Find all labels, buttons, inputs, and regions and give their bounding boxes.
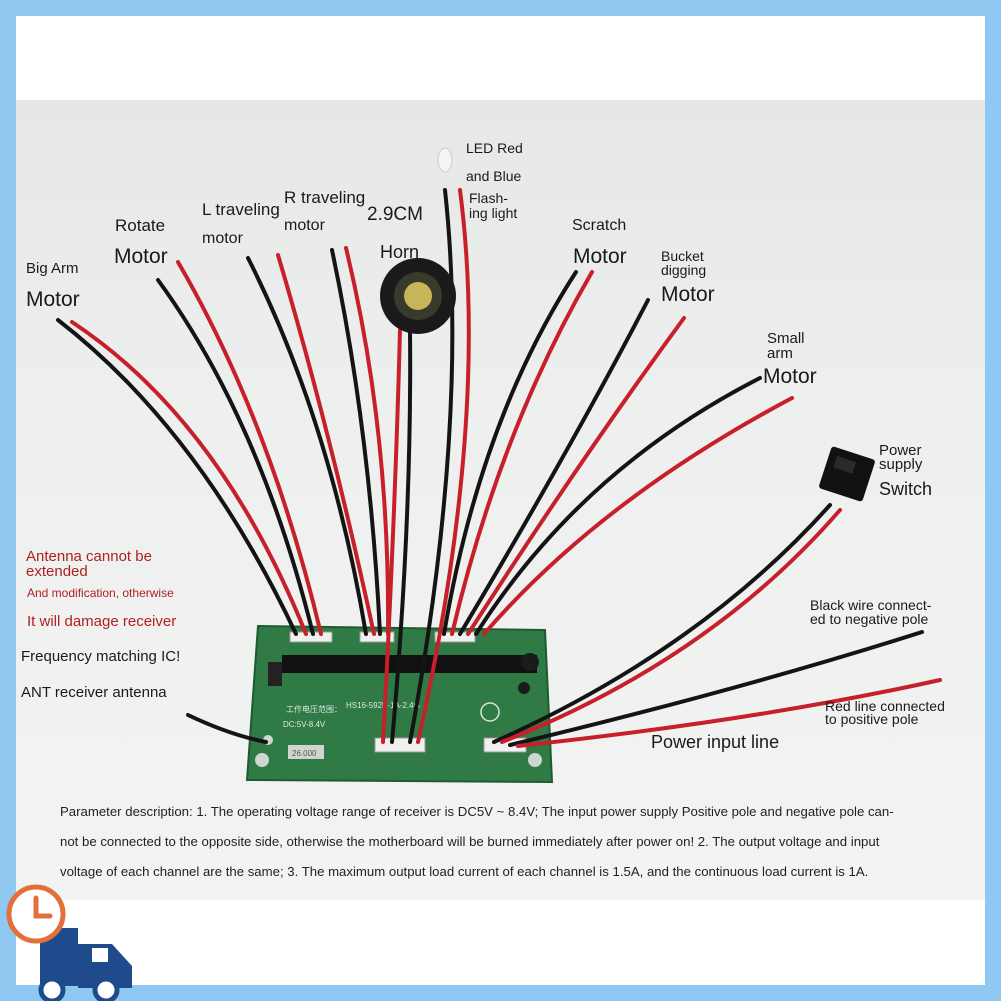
power-supply-label-line1: Power — [879, 442, 922, 459]
mount-hole — [528, 753, 542, 767]
small-arm-label-line1: Small — [767, 330, 805, 347]
frequency-ic-label: Frequency matching IC! — [21, 648, 181, 665]
black-wire-label-line2: ed to negative pole — [810, 611, 929, 627]
parameter-line-3: voltage of each channel are the same; 3.… — [60, 864, 869, 879]
horn-speaker — [380, 258, 456, 334]
power-supply-label-line2: supply — [879, 456, 923, 473]
small-arm-motor-label: Motor — [763, 365, 817, 388]
parameter-description: Parameter description: 1. The operating … — [60, 797, 960, 887]
led-light — [437, 147, 453, 173]
antenna-warning-line4: It will damage receiver — [27, 613, 177, 630]
power-switch-connector — [819, 446, 875, 502]
horn-label: Horn — [380, 242, 420, 262]
flash-label-line1: Flash- — [469, 190, 508, 206]
crystal-oscillator — [288, 745, 324, 759]
voltage-label: DC:5V-8.4V — [283, 720, 326, 729]
r-traveling-motor-label: motor — [284, 217, 325, 234]
antenna-warning-line1: Antenna cannot be — [26, 548, 152, 565]
rotate-motor-label: Motor — [114, 245, 168, 268]
antenna-warning-line3: And modification, otherwise — [27, 586, 174, 600]
bucket-label-line2: digging — [661, 262, 707, 278]
parameter-line-1: Parameter description: 1. The operating … — [60, 804, 894, 819]
red-line-label-line2: to positive pole — [825, 711, 919, 727]
bucket-label-line1: Bucket — [661, 248, 704, 264]
mount-hole — [255, 753, 269, 767]
small-arm-label-line2: arm — [767, 345, 793, 362]
big-arm-label: Big Arm — [26, 260, 79, 277]
antenna-label: ANT receiver antenna — [21, 684, 167, 701]
led-label-line2: and Blue — [466, 168, 522, 184]
led-label-line1: LED Red — [466, 140, 523, 156]
receiver-board: 26.000 工作电压范围： DC:5V-8.4V HS16-592P-1A-2… — [245, 624, 554, 784]
delivery-truck-clock-icon — [6, 884, 132, 1001]
electrolytic-capacitor — [521, 653, 539, 671]
l-traveling-motor-label: motor — [202, 230, 243, 247]
power-input-label: Power input line — [651, 732, 780, 752]
flash-label-line2: ing light — [469, 205, 518, 221]
red-line-label-line1: Red line connected — [825, 698, 945, 714]
rotate-label: Rotate — [115, 216, 166, 235]
bottom-margin — [16, 900, 985, 985]
ic-chip-strip — [282, 655, 537, 673]
l-traveling-label: L traveling — [202, 200, 280, 219]
voltage-cn-label: 工作电压范围： — [286, 704, 342, 714]
r-traveling-label: R traveling — [284, 188, 366, 207]
scratch-motor-label: Motor — [573, 245, 627, 268]
crystal-label: 26.000 — [292, 749, 317, 758]
switch-label: Switch — [879, 479, 933, 499]
big-arm-motor-label: Motor — [26, 288, 80, 311]
horn-size-label: 2.9CM — [367, 204, 423, 225]
black-wire-label-line1: Black wire connect- — [810, 597, 932, 613]
bucket-motor-label: Motor — [661, 283, 715, 306]
parameter-line-2: not be connected to the opposite side, o… — [60, 834, 880, 849]
capacitor — [268, 662, 282, 686]
scratch-label: Scratch — [572, 217, 627, 234]
model-label: HS16-592P-1A-2.4G — [346, 701, 420, 710]
antenna-warning-line2: extended — [26, 563, 88, 580]
